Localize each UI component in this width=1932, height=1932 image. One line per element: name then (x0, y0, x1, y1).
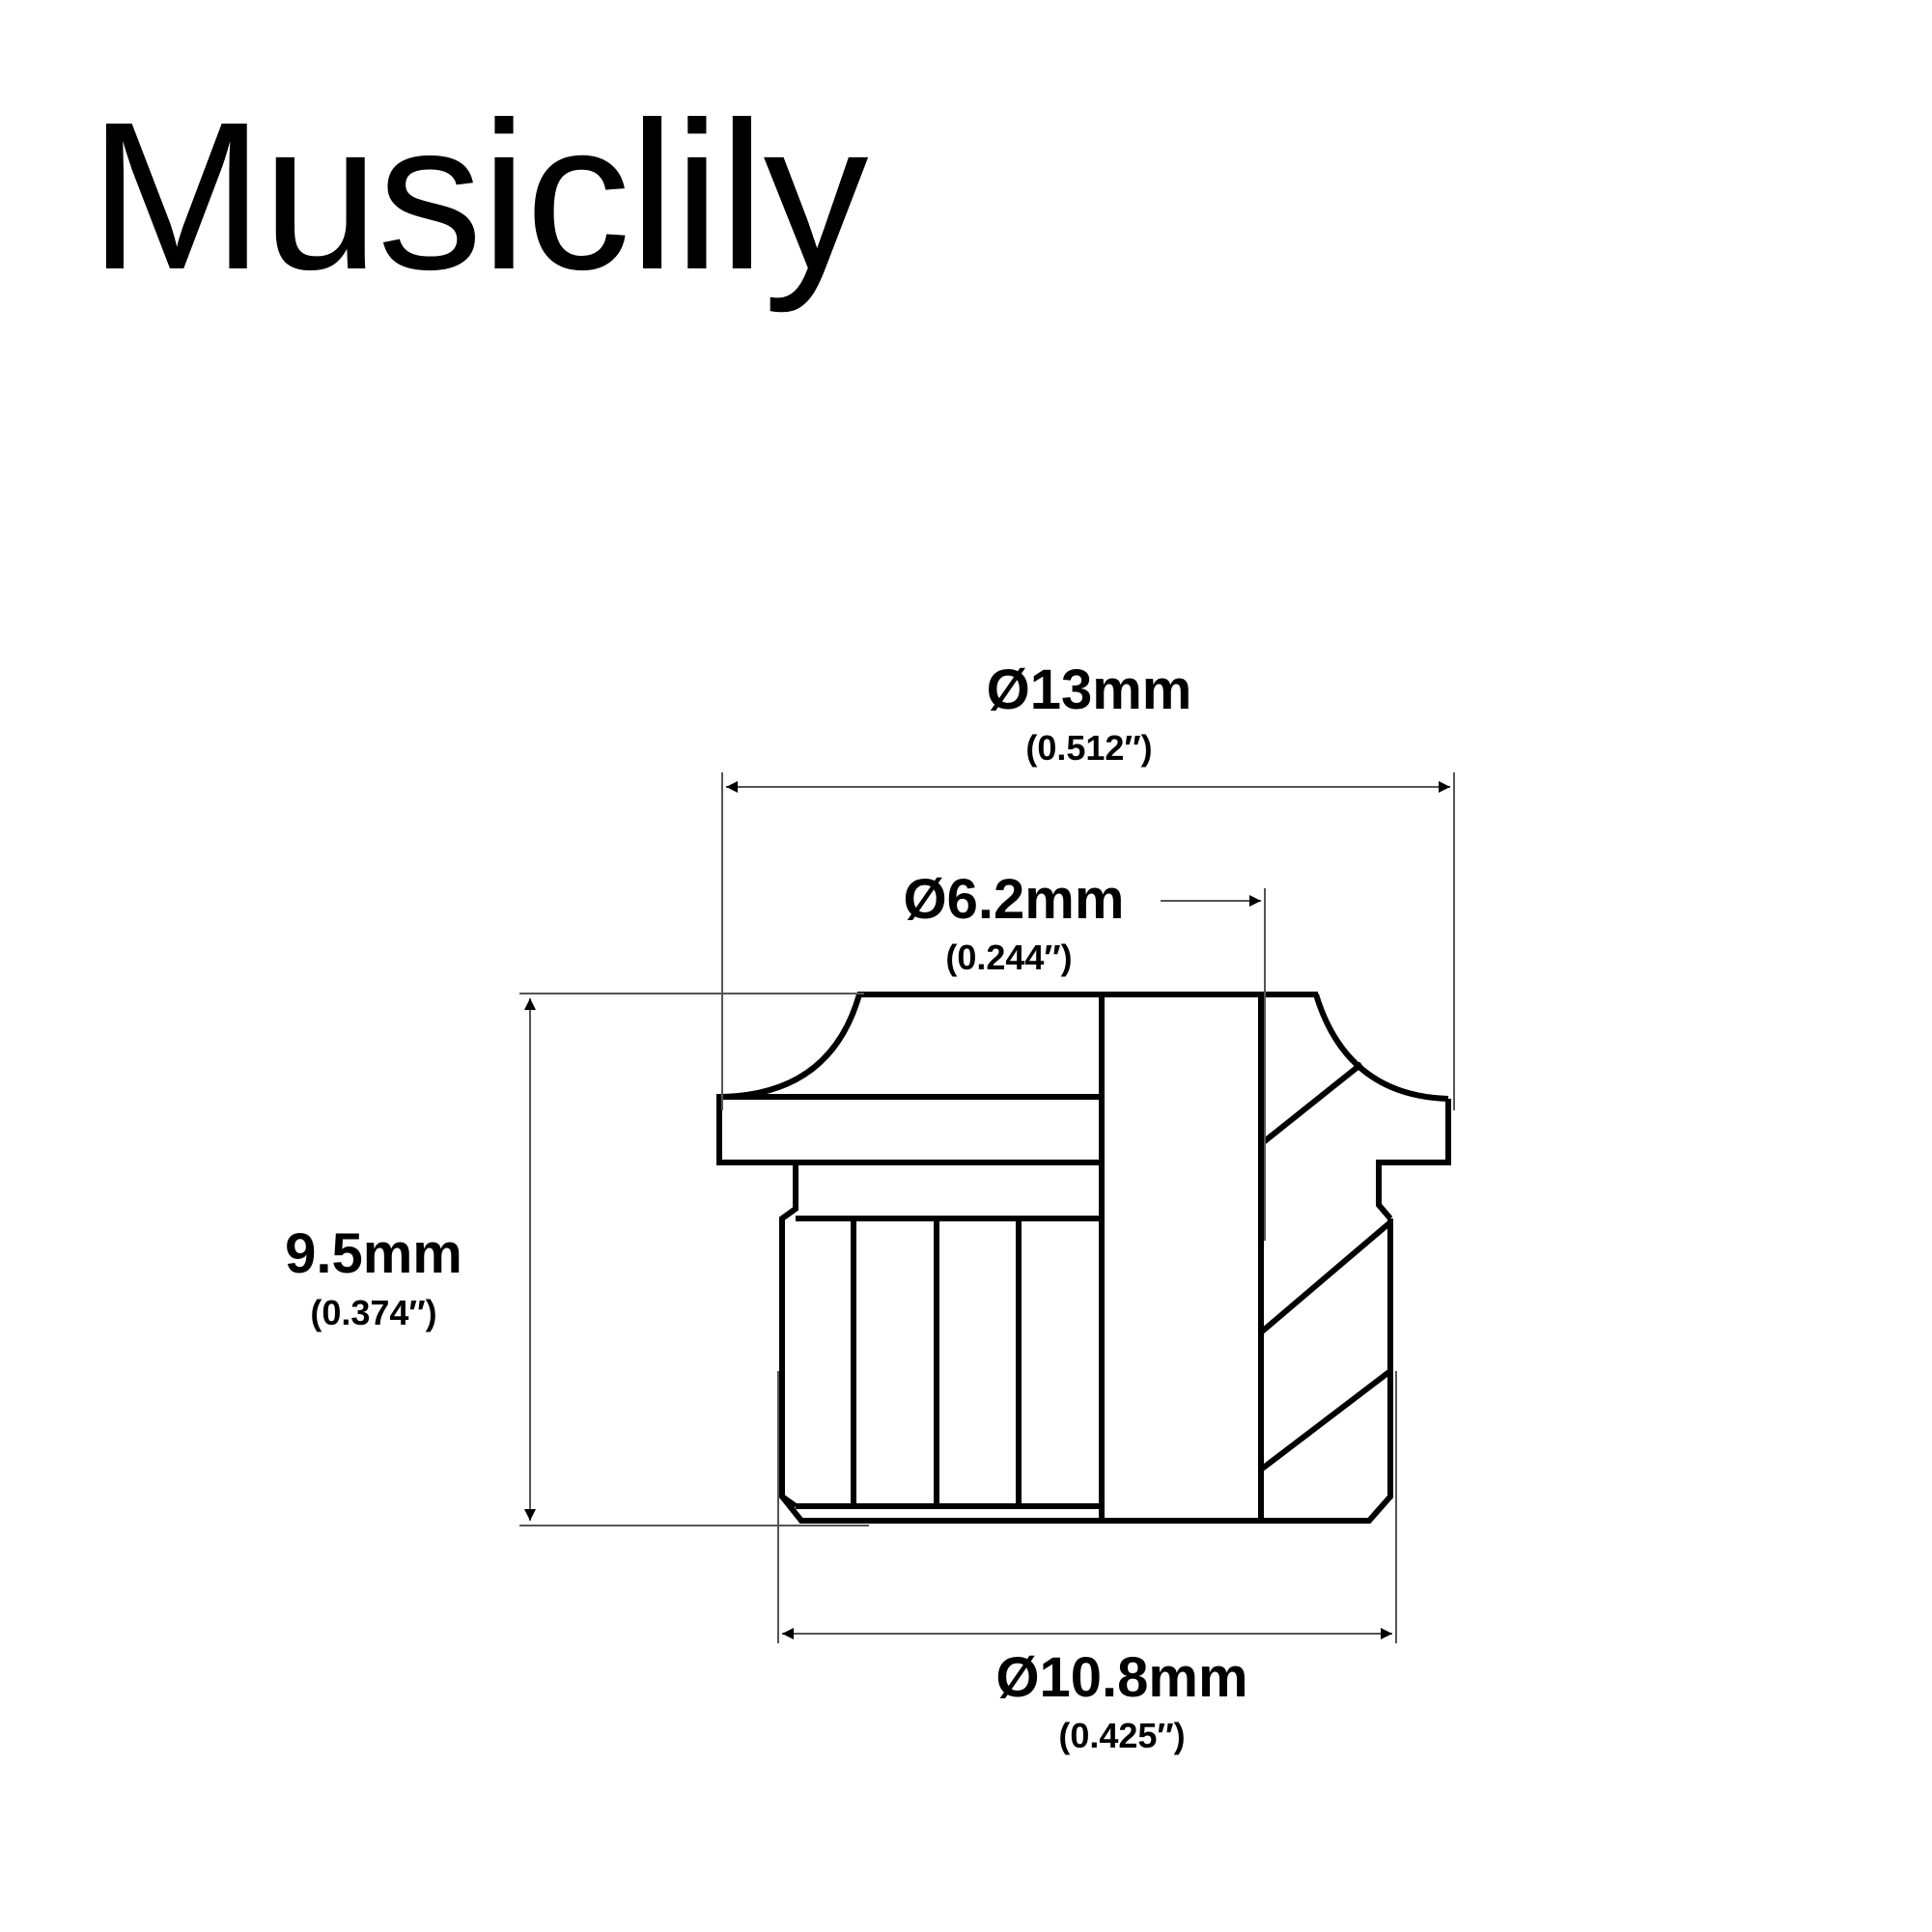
dimension-body-diameter (777, 1371, 1397, 1643)
brand-logo-text: Musiclily (89, 79, 869, 314)
height-imperial-label: (0.374″) (310, 1293, 436, 1332)
outer-diameter-imperial-label: (0.512″) (1025, 728, 1152, 768)
part-outline (716, 992, 1451, 1524)
bore-diameter-metric-label: Ø6.2mm (904, 868, 1125, 931)
dimension-height (519, 993, 869, 1526)
outer-diameter-metric-label: Ø13mm (987, 658, 1192, 721)
dimension-outer-diameter (721, 772, 1455, 1110)
body-diameter-metric-label: Ø10.8mm (995, 1646, 1247, 1709)
bore-diameter-imperial-label: (0.244″) (945, 938, 1072, 977)
dimension-bore-diameter (1161, 888, 1266, 1241)
body-diameter-imperial-label: (0.425″) (1058, 1716, 1185, 1755)
height-metric-label: 9.5mm (285, 1222, 462, 1285)
